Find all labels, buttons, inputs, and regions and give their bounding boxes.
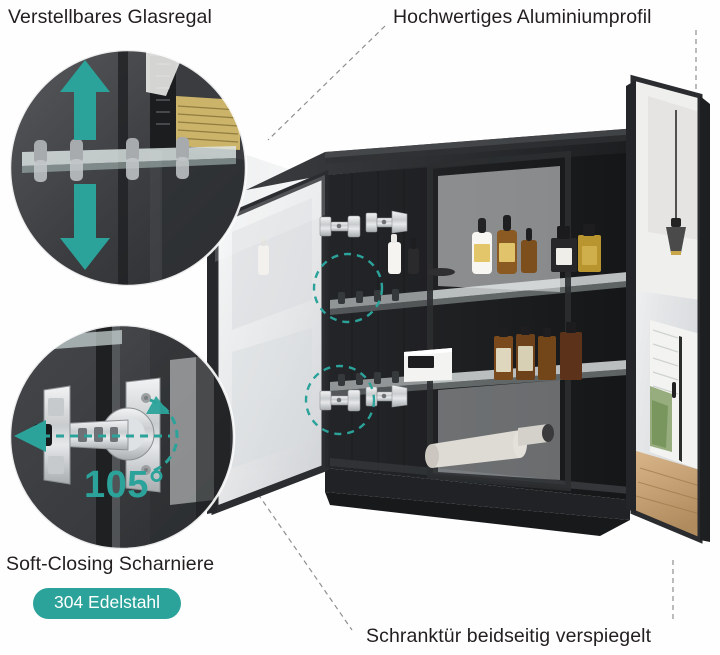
swing-angle-arrow — [28, 398, 179, 474]
hinge-lower-right — [365, 384, 408, 408]
cabinet-body — [207, 74, 710, 544]
black-pump-bottle — [408, 238, 419, 274]
rolled-towel-small — [518, 424, 554, 446]
cabinet-base — [325, 468, 630, 520]
base-shelf-items — [425, 424, 554, 468]
amber-apothecary-bottle-3 — [538, 328, 556, 380]
peg-row-upper-highlight — [312, 252, 384, 324]
dark-brown-bottle — [560, 322, 582, 380]
double-arrow-vertical-icon — [60, 60, 110, 270]
amber-pump-bottle — [497, 215, 517, 274]
white-tall-bottle — [388, 234, 401, 274]
pendant-lamp — [666, 110, 686, 255]
callout-label-aluminium: Hochwertiges Aluminiumprofil — [393, 6, 652, 28]
shelf-pegs — [338, 289, 399, 386]
peg-row-lower-highlight — [304, 364, 376, 436]
hinge-angle-label: 105° — [84, 464, 165, 506]
right-door — [626, 74, 710, 544]
white-pump-bottle — [472, 218, 492, 274]
right-door-edge — [626, 80, 636, 514]
stainless-steel-badge: 304 Edelstahl — [33, 588, 182, 619]
small-white-bottle — [258, 238, 269, 275]
highlight-circles — [304, 252, 384, 436]
hinges — [319, 210, 408, 412]
swing-arrow-head — [14, 420, 46, 452]
leader-aluminium — [267, 25, 386, 141]
amber-pump-bottle-small — [521, 228, 537, 273]
left-door — [207, 169, 329, 516]
upper-shelf-items — [258, 215, 601, 276]
callout-label-mirror: Schranktür beidseitig verspiegelt — [366, 625, 652, 647]
right-door-mirror-reflection — [633, 78, 700, 540]
callout-label-glass-shelf: Verstellbares Glasregal — [8, 6, 212, 28]
amber-apothecary-bottle — [494, 328, 513, 380]
leader-mirror-left — [257, 493, 353, 631]
amber-apothecary-bottle-2 — [516, 326, 535, 380]
hinge-upper-right — [365, 210, 408, 234]
hinge-lower-left — [319, 389, 361, 412]
lower-shelf-items — [404, 322, 582, 382]
hinge-upper-left — [319, 215, 361, 238]
white-box — [404, 348, 452, 382]
callout-label-hinge: Soft-Closing Scharniere — [6, 553, 215, 575]
gold-label-bottle — [578, 224, 601, 272]
detail-circle-glass-shelf — [8, 48, 248, 288]
detail-circle-hinge — [8, 323, 236, 551]
flat-dish — [427, 268, 455, 276]
dark-cosmetic-jar — [551, 226, 577, 272]
